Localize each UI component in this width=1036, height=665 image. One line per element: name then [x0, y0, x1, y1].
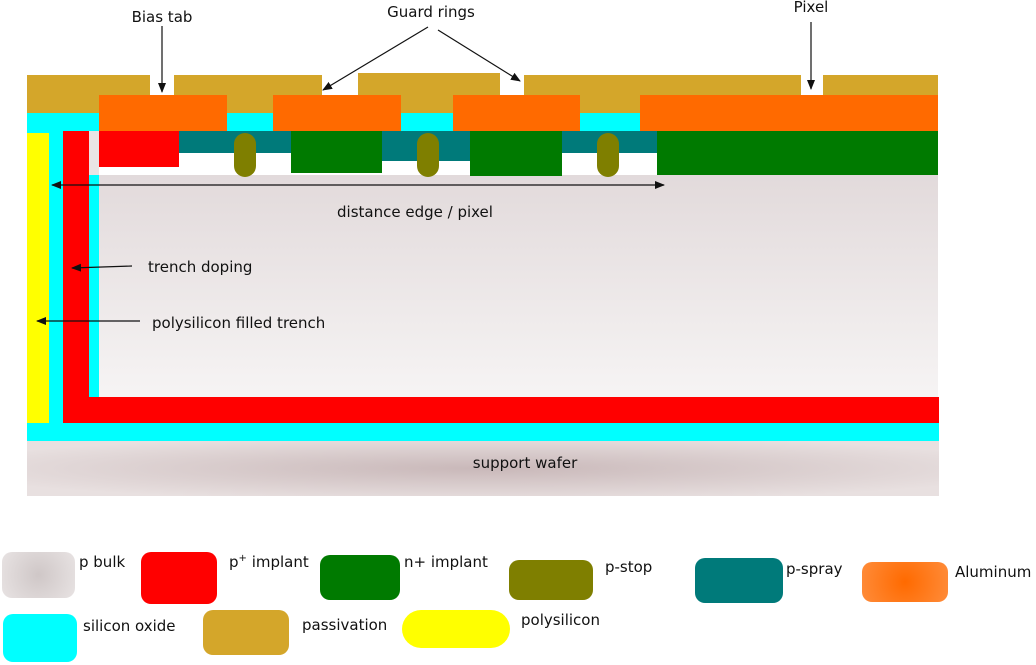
legend-label-p-stop: p-stop: [605, 558, 653, 576]
legend-label-silicon-oxide: silicon oxide: [83, 617, 176, 635]
top-oxide-edge: [27, 113, 99, 131]
passivation-4: [524, 75, 801, 95]
legend-label-p-bulk: p bulk: [79, 553, 126, 571]
guard-ring-arrow-left: [322, 26, 429, 91]
passivation-edge: [27, 75, 99, 113]
legend-label-p-implant-rest: implant: [246, 553, 309, 571]
legend-swatch-aluminum: [862, 562, 948, 602]
n-plus-guard-2: [470, 130, 562, 176]
p-stop-1: [234, 133, 256, 177]
p-stop-3: [597, 133, 619, 177]
legend-label-p-spray: p-spray: [786, 560, 843, 578]
legend-label-p-implant-base: p: [229, 553, 239, 571]
trench-doping-bottom: [63, 397, 939, 423]
poly-trench-label: polysilicon filled trench: [152, 314, 325, 332]
aluminum-pixel: [640, 95, 938, 131]
legend-swatch-polysilicon: [402, 610, 510, 648]
passivation-2b: [227, 95, 273, 113]
oxide-segment-3: [562, 113, 657, 131]
aluminum-bias: [99, 95, 227, 131]
aluminum-guard-1: [273, 95, 401, 131]
oxide-segment-2: [382, 113, 470, 131]
distance-label: distance edge / pixel: [337, 203, 493, 221]
passivation-5: [823, 75, 938, 95]
polysilicon-trench: [27, 133, 49, 423]
legend-label-passivation: passivation: [302, 616, 388, 634]
trench-doping-vertical: [63, 131, 89, 423]
trench-doping-arrow: [71, 263, 133, 272]
support-wafer: [27, 441, 939, 496]
guard-ring-arrow-right: [437, 29, 521, 82]
n-plus-pixel: [657, 130, 938, 175]
bulk-inner-corner: [89, 131, 99, 175]
support-wafer-label: support wafer: [473, 454, 578, 472]
n-plus-guard-1: [291, 130, 382, 173]
aluminum-guard-2: [453, 95, 580, 131]
p-stop-2: [417, 133, 439, 177]
trench-oxide-inner: [49, 133, 63, 423]
passivation-1: [99, 75, 150, 95]
legend-swatch-passivation: [203, 610, 289, 655]
pixel-label: Pixel: [794, 0, 829, 16]
trench-doping-label: trench doping: [148, 258, 252, 276]
legend-label-p-implant-sup: +: [238, 553, 247, 564]
p-plus-implant: [99, 130, 179, 167]
bottom-oxide: [27, 423, 939, 441]
passivation-3b: [401, 95, 453, 113]
legend-swatch-p-spray: [695, 558, 783, 603]
legend-swatch-p-implant: [141, 552, 217, 604]
legend-swatch-p-stop: [509, 560, 593, 600]
passivation-3: [358, 73, 500, 95]
legend-label-polysilicon: polysilicon: [521, 611, 600, 629]
legend-swatch-p-bulk: [2, 552, 75, 598]
legend-label-aluminum: Aluminum: [955, 563, 1032, 581]
passivation-4b: [580, 95, 640, 113]
guard-rings-label: Guard rings: [387, 3, 475, 21]
legend-label-p-implant: p+ implant: [229, 553, 309, 571]
legend-swatch-n-implant: [320, 555, 400, 600]
legend-label-n-implant: n+ implant: [404, 553, 488, 571]
p-bulk-region: [88, 175, 938, 397]
bias-tab-label: Bias tab: [132, 8, 193, 26]
legend-swatch-silicon-oxide: [3, 614, 77, 662]
passivation-2: [174, 75, 322, 95]
